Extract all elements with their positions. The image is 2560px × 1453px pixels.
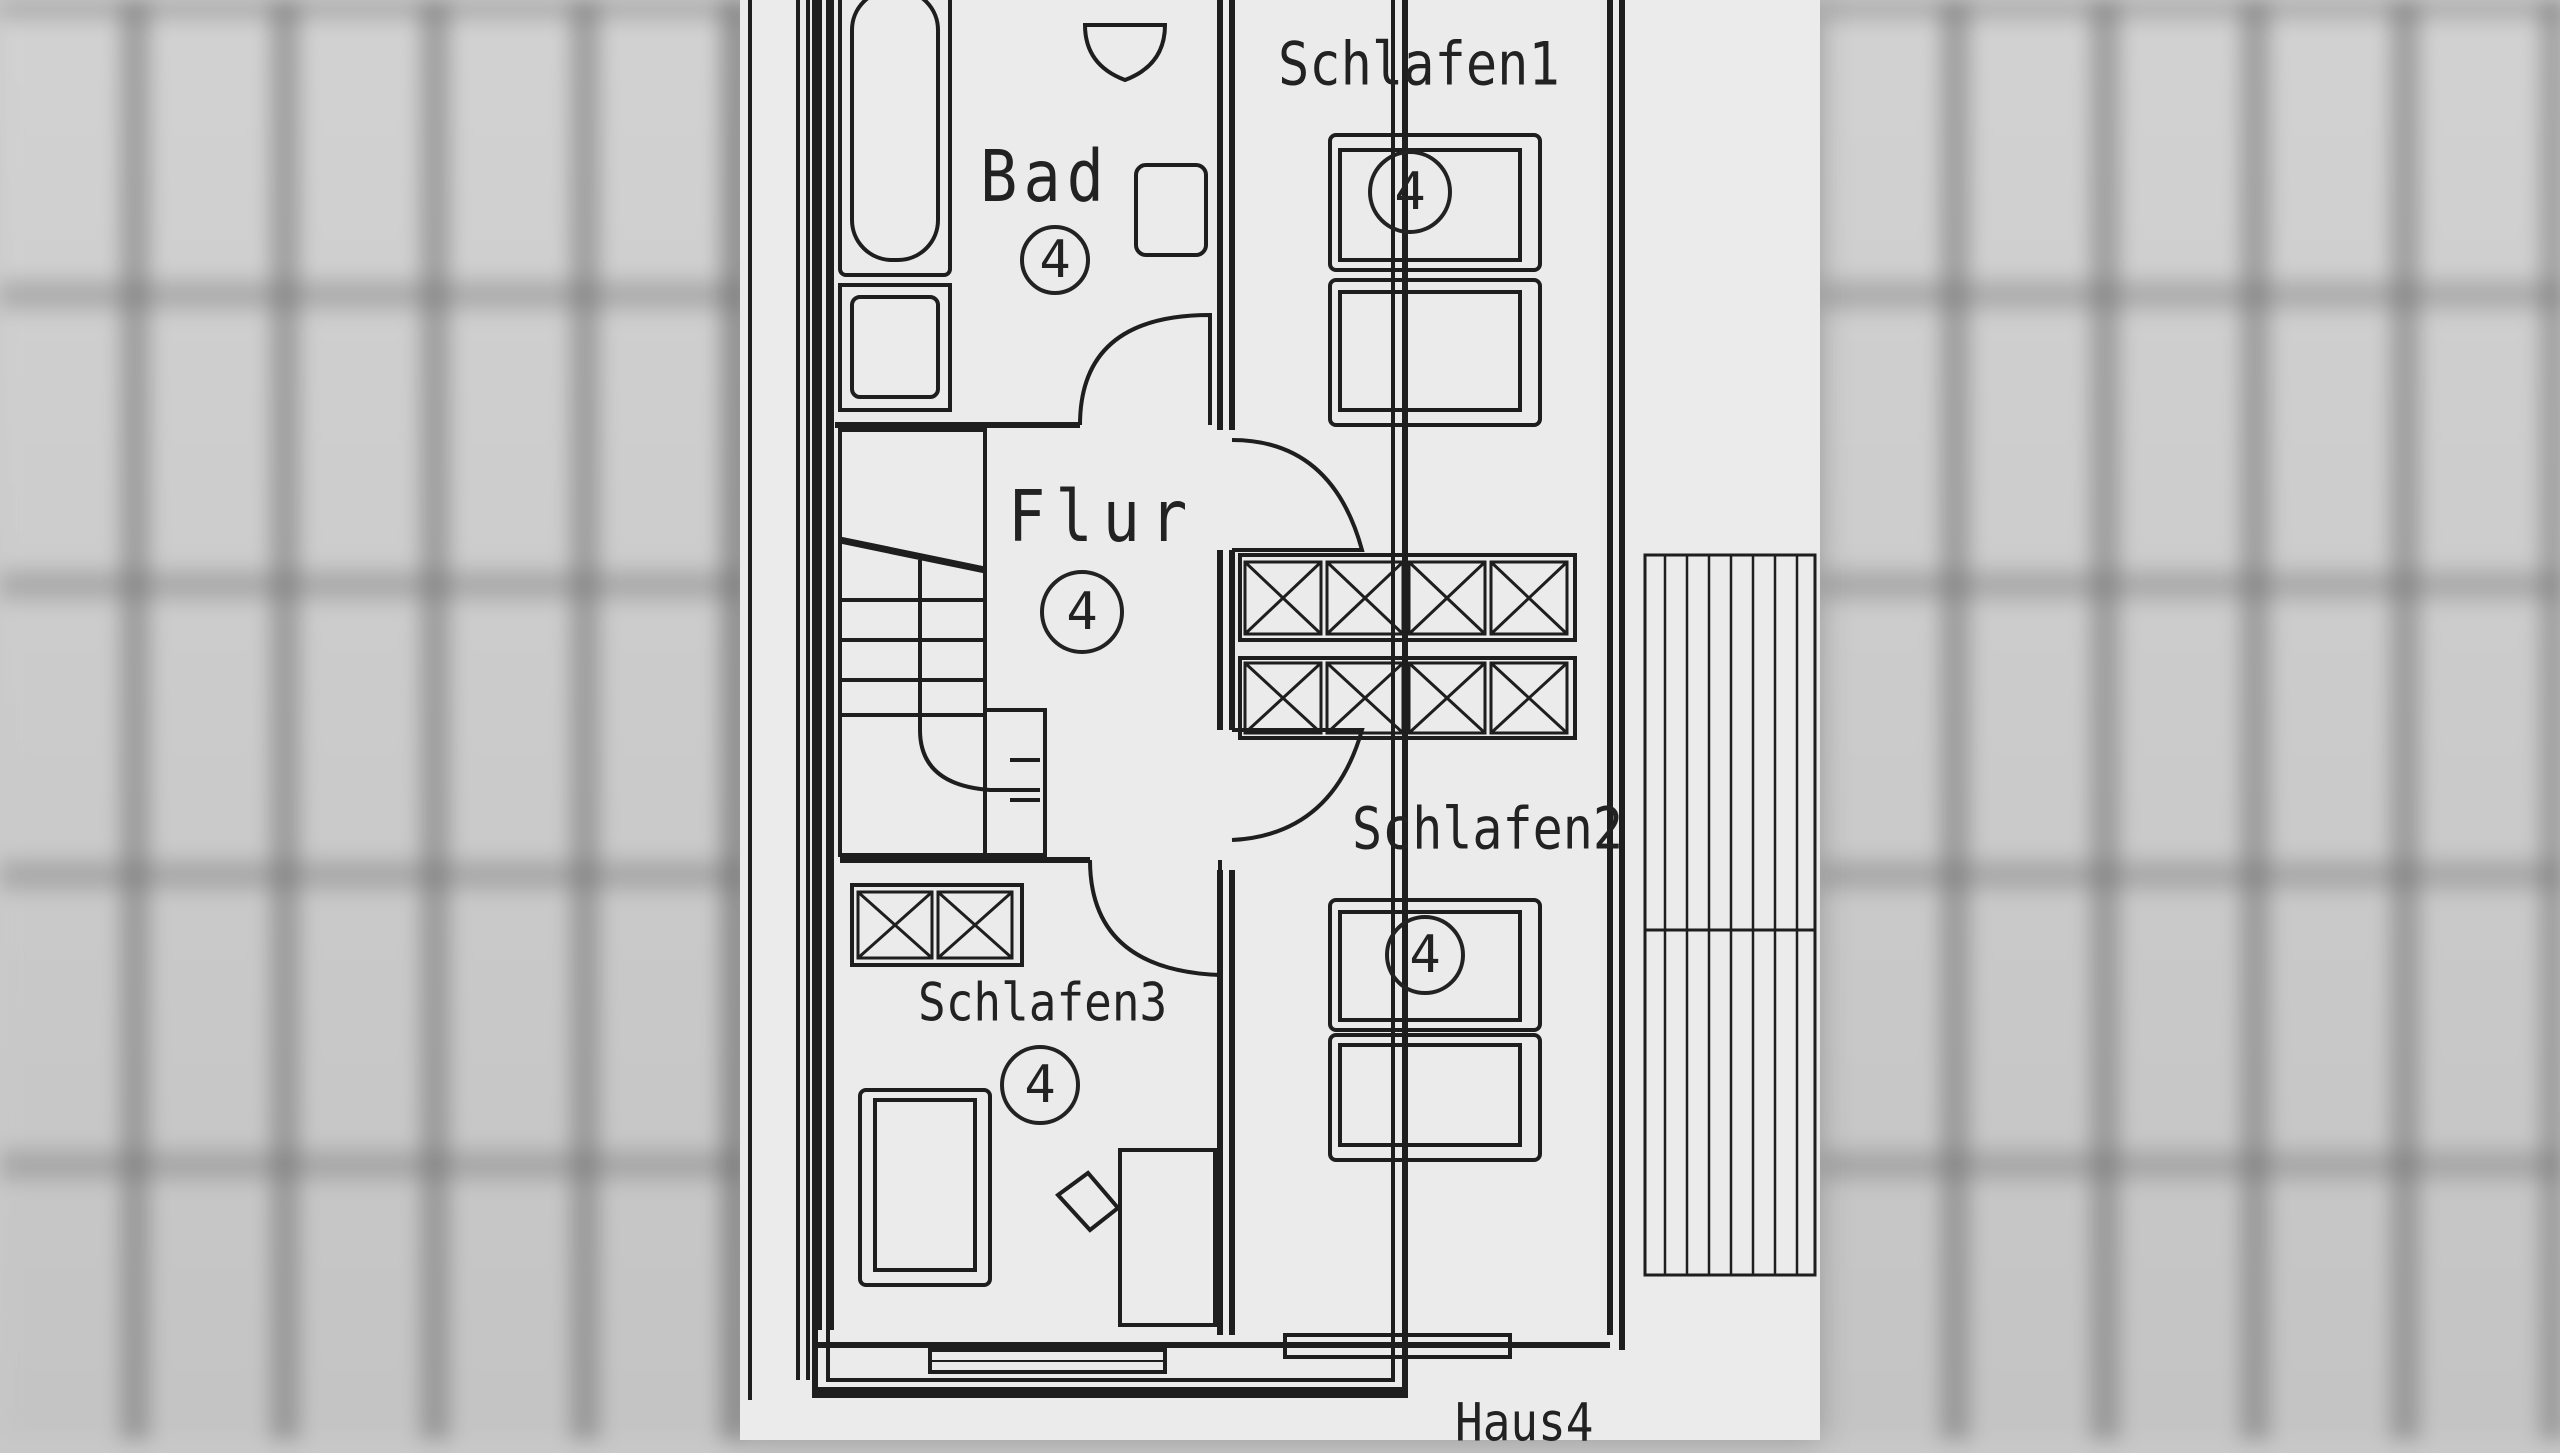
room-label-schlafen3: Schlafen3 xyxy=(918,970,1168,1034)
wardrobe-cell xyxy=(1325,661,1405,735)
wardrobe-cross-line xyxy=(857,890,933,960)
shower xyxy=(838,283,952,412)
terrace-slats xyxy=(1663,555,1799,1275)
bed-schlafen1-a xyxy=(1328,133,1542,272)
bed-schlafen3 xyxy=(858,1088,992,1287)
room-label-flur: Flur xyxy=(1008,474,1198,559)
wardrobe-cell xyxy=(856,890,934,960)
stair-box xyxy=(838,428,987,857)
blurred-background-right xyxy=(1820,0,2560,1440)
floor-plan-drawing xyxy=(748,0,1817,1400)
wardrobe-bottom xyxy=(1238,656,1577,740)
house-label: Haus4 xyxy=(1455,1390,1594,1453)
stair-lower xyxy=(983,708,1047,857)
room-number-schlafen2: 4 xyxy=(1385,915,1465,995)
bed-schlafen2-b xyxy=(1328,1033,1542,1162)
wardrobe-cell xyxy=(1325,560,1405,636)
wardrobe-cell xyxy=(1407,560,1487,636)
wardrobe-crosses xyxy=(856,560,1569,960)
wardrobe-cross-line xyxy=(1325,560,1405,636)
wardrobe-cell xyxy=(1489,560,1569,636)
bed-schlafen3-inner xyxy=(873,1098,977,1272)
bed-schlafen2-a-inner xyxy=(1338,910,1522,1022)
wardrobe-top xyxy=(1238,553,1577,642)
room-number-schlafen3: 4 xyxy=(1000,1045,1080,1125)
desk-schlafen3 xyxy=(1118,1148,1217,1327)
room-number-flur: 4 xyxy=(1040,570,1124,654)
bed-schlafen1-b xyxy=(1328,278,1542,427)
wardrobe-cross-line xyxy=(937,890,1013,960)
wardrobe-cross-line xyxy=(1407,560,1487,636)
room-number-schlafen1: 4 xyxy=(1368,150,1452,234)
wardrobe-cell xyxy=(1489,661,1569,735)
shower-inner xyxy=(850,295,940,399)
door-swing-schlafen1 xyxy=(1231,438,1365,552)
room-label-bad: Bad xyxy=(980,134,1110,219)
inner-outline xyxy=(826,0,1395,1382)
room-label-schlafen1: Schlafen1 xyxy=(1278,30,1560,100)
bed-schlafen1-a-inner xyxy=(1338,148,1522,262)
room-number-bad: 4 xyxy=(1020,225,1090,295)
bed-schlafen2-a xyxy=(1328,898,1542,1032)
door-swing-schlafen3 xyxy=(1088,859,1222,978)
bathtub-inner xyxy=(850,0,940,262)
wardrobe-schlafen3 xyxy=(850,883,1024,967)
wardrobe-cell xyxy=(1243,661,1323,735)
sink xyxy=(1134,163,1208,257)
wardrobe-cross-line xyxy=(1407,661,1487,735)
outer-wall xyxy=(812,0,1408,1398)
wardrobe-cell xyxy=(1407,661,1487,735)
chair-schlafen3 xyxy=(1055,1170,1121,1233)
bed-schlafen2-b-inner xyxy=(1338,1043,1522,1147)
blurred-background-left xyxy=(0,0,745,1440)
wardrobe-cross-line xyxy=(1243,560,1323,636)
wardrobe-cross-line xyxy=(1489,661,1569,735)
floor-plan-sheet: Bad 4 Schlafen1 4 Flur 4 Schlafen2 4 Sch… xyxy=(740,0,1820,1453)
bed-schlafen1-b-inner xyxy=(1338,290,1522,412)
wardrobe-cross-line xyxy=(1243,661,1323,735)
door-swing-schlafen2 xyxy=(1231,728,1365,842)
wardrobe-cross-line xyxy=(1325,661,1405,735)
stair-rail xyxy=(839,536,986,574)
bathtub xyxy=(838,0,952,277)
toilet xyxy=(1082,23,1168,83)
wardrobe-cell xyxy=(936,890,1014,960)
door-swing-bad xyxy=(1078,312,1212,426)
room-label-schlafen2: Schlafen2 xyxy=(1352,795,1623,863)
wardrobe-cross-line xyxy=(1489,560,1569,636)
wardrobe-cell xyxy=(1243,560,1323,636)
